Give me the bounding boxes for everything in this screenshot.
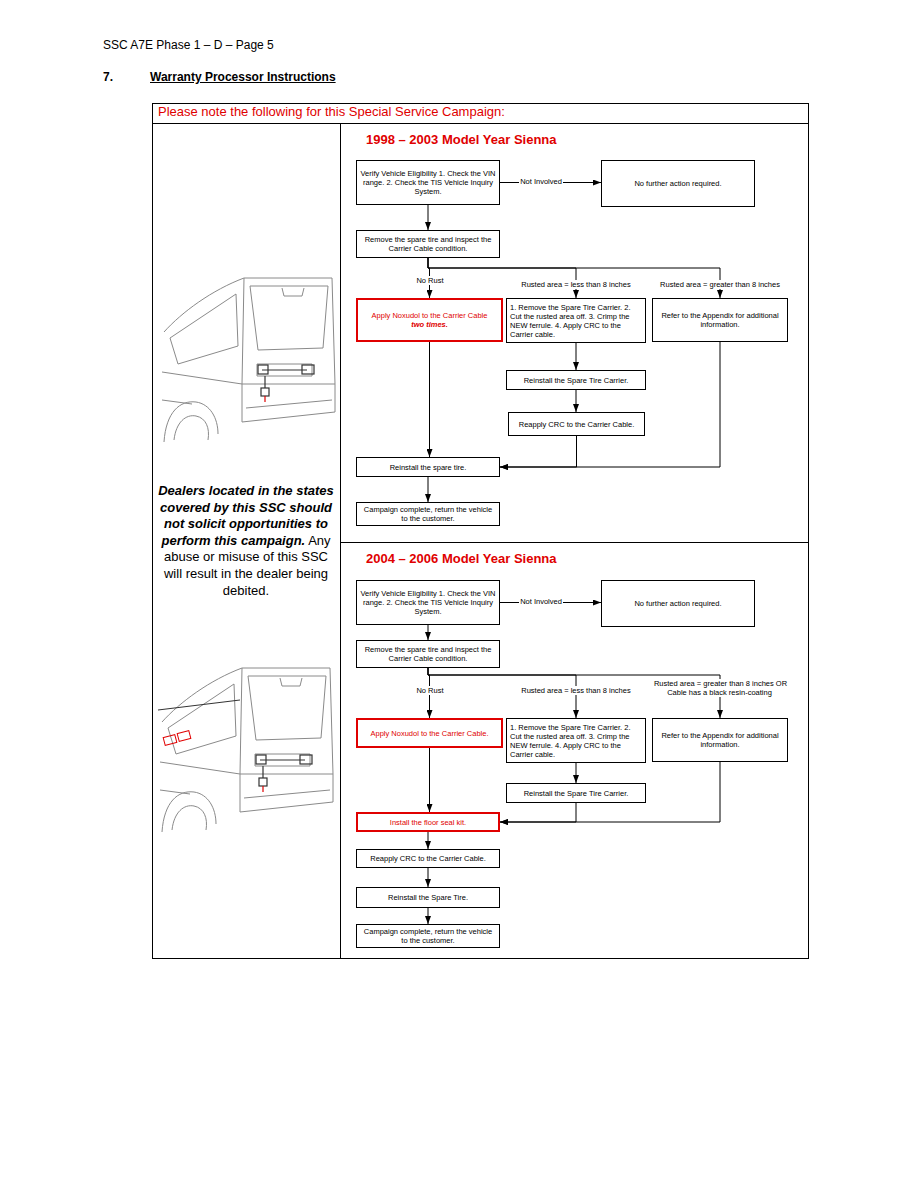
process-box: Refer to the Appendix for additional inf…	[652, 298, 788, 342]
flow-arrow	[429, 342, 430, 457]
flow-arrow	[428, 477, 429, 502]
table-frame	[153, 104, 809, 959]
flow-arrow	[428, 205, 429, 230]
label-box: Warranty Processor Instructions	[150, 70, 336, 84]
process-box: No further action required.	[601, 160, 755, 207]
note-text: Please note the following for this Speci…	[158, 104, 505, 119]
flow-arrow	[500, 762, 720, 822]
note-text: Dealers located in the states covered by…	[158, 483, 334, 548]
process-box: 1. Remove the Spare Tire Carrier. 2. Cut…	[506, 298, 646, 343]
flow-arrow	[576, 343, 577, 370]
flow-arrow	[428, 868, 429, 887]
box-text: Reapply CRC to the Carrier Cable.	[370, 854, 485, 863]
process-box: No further action required.	[601, 580, 755, 627]
box-text: Verify Vehicle Eligibility 1. Check the …	[360, 169, 496, 196]
box-text: No further action required.	[634, 599, 721, 608]
box-text: 1. Remove the Spare Tire Carrier. 2. Cut…	[510, 723, 642, 759]
edge-label: Not Involved	[519, 177, 563, 186]
edge-label-box: Not Involved	[461, 597, 621, 606]
edge-label-box: Rusted area = greater than 8 inches	[640, 280, 800, 289]
box-text: Campaign complete, return the vehicle to…	[360, 927, 496, 945]
box-text: Remove the spare tire and inspect the Ca…	[360, 235, 496, 253]
flow-arrow	[428, 258, 720, 298]
box-text: Apply Noxudol to the Carrier Cable	[372, 311, 488, 320]
process-box: Verify Vehicle Eligibility 1. Check the …	[356, 580, 500, 625]
van-illustration	[158, 668, 333, 832]
flow-arrow	[500, 436, 577, 467]
box-text: No further action required.	[634, 179, 721, 188]
table-rule	[340, 542, 808, 543]
process-box: Refer to the Appendix for additional inf…	[652, 718, 788, 762]
box-text: Refer to the Appendix for additional inf…	[656, 731, 784, 749]
box-text: Reapply CRC to the Carrier Cable.	[519, 420, 634, 429]
process-box: Campaign complete, return the vehicle to…	[356, 924, 500, 948]
box-text: Reinstall the Spare Tire Carrier.	[524, 376, 629, 385]
label-box: 1998 – 2003 Model Year Sienna	[366, 132, 557, 147]
edge-label: Rusted area = greater than 8 inches	[659, 280, 781, 289]
highlighted-step-box: Apply Noxudol to the Carrier Cable.	[356, 718, 503, 748]
process-box: 1. Remove the Spare Tire Carrier. 2. Cut…	[506, 718, 646, 763]
flow-arrow	[428, 625, 429, 640]
box-text: Refer to the Appendix for additional inf…	[656, 311, 784, 329]
note-text: SSC A7E Phase 1 – D – Page 5	[103, 38, 274, 52]
process-box: Verify Vehicle Eligibility 1. Check the …	[356, 160, 500, 205]
edge-label: Rusted area = less than 8 inches	[520, 280, 631, 289]
box-text: two times.	[411, 320, 448, 329]
flow-arrow	[428, 908, 429, 924]
edge-label-box: Rusted area = greater than 8 inches OR C…	[650, 679, 790, 697]
flow-arrow	[429, 748, 430, 812]
box-text: Remove the spare tire and inspect the Ca…	[360, 645, 496, 663]
box-text: Verify Vehicle Eligibility 1. Check the …	[360, 589, 496, 616]
edge-label-box: No Rust	[350, 276, 510, 285]
process-box: Reapply CRC to the Carrier Cable.	[508, 412, 645, 436]
section-number: 7.	[103, 70, 113, 84]
box-text: Apply Noxudol to the Carrier Cable.	[371, 729, 489, 738]
label-box: SSC A7E Phase 1 – D – Page 5	[103, 38, 274, 52]
note-paragraph: Dealers located in the states covered by…	[154, 483, 338, 599]
edge-label-box: Not Involved	[461, 177, 621, 186]
edge-label-box: Rusted area = less than 8 inches	[496, 280, 656, 289]
edge-label: No Rust	[415, 686, 444, 695]
table-rule	[340, 123, 341, 958]
process-box: Reinstall the spare tire.	[356, 457, 500, 477]
edge-label: Not Involved	[519, 597, 563, 606]
box-text: Install the floor seal kit.	[390, 818, 466, 827]
label-box: 7.	[103, 70, 113, 84]
flow-arrow	[576, 763, 577, 783]
table-rule	[152, 123, 808, 124]
flow-arrow	[500, 342, 720, 467]
box-text: Reinstall the spare tire.	[390, 463, 467, 472]
edge-label: No Rust	[415, 276, 444, 285]
flow-arrow	[428, 258, 576, 298]
process-box: Reapply CRC to the Carrier Cable.	[356, 849, 500, 868]
box-text: Campaign complete, return the vehicle to…	[360, 505, 496, 523]
edge-label-box: No Rust	[350, 686, 510, 695]
box-text: Reinstall the Spare Tire Carrier.	[524, 789, 629, 798]
process-box: Reinstall the Spare Tire Carrier.	[506, 370, 646, 390]
process-box: Reinstall the Spare Tire Carrier.	[506, 783, 646, 803]
highlighted-step-box: Apply Noxudol to the Carrier Cabletwo ti…	[356, 298, 503, 342]
flow-arrow	[576, 390, 577, 412]
box-text: Reinstall the Spare Tire.	[388, 893, 468, 902]
note-text: Warranty Processor Instructions	[150, 70, 336, 84]
process-box: Remove the spare tire and inspect the Ca…	[356, 230, 500, 258]
edge-label-box: Rusted area = less than 8 inches	[496, 686, 656, 695]
highlighted-step-box: Install the floor seal kit.	[356, 812, 500, 832]
flow-arrow	[500, 803, 576, 822]
space	[305, 533, 308, 548]
process-box: Remove the spare tire and inspect the Ca…	[356, 640, 500, 668]
box-text: 1. Remove the Spare Tire Carrier. 2. Cut…	[510, 303, 642, 339]
edge-label: Rusted area = less than 8 inches	[520, 686, 631, 695]
process-box: Campaign complete, return the vehicle to…	[356, 502, 500, 526]
process-box: Reinstall the Spare Tire.	[356, 887, 500, 908]
label-box: Please note the following for this Speci…	[158, 104, 505, 119]
section-heading: 2004 – 2006 Model Year Sienna	[366, 551, 557, 566]
section-heading: 1998 – 2003 Model Year Sienna	[366, 132, 557, 147]
flow-arrow	[428, 832, 429, 849]
label-box: 2004 – 2006 Model Year Sienna	[366, 551, 557, 566]
van-illustration	[162, 278, 335, 442]
edge-label: Rusted area = greater than 8 inches OR C…	[653, 679, 787, 697]
